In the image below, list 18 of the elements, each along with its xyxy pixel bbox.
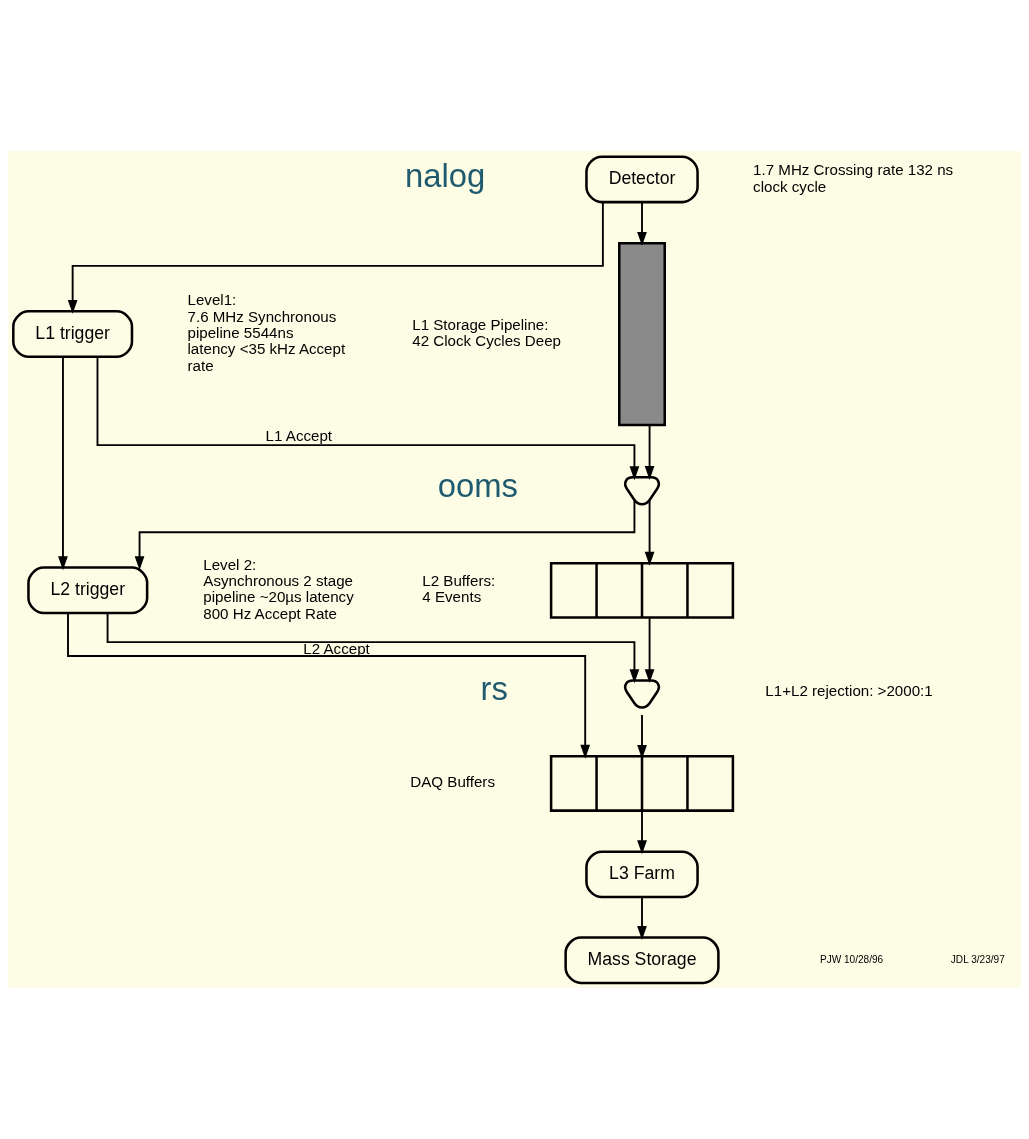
label: nalog [404, 157, 486, 195]
node-label: L1 Storage Pipeline: [412, 315, 549, 333]
node-label: 4 Events [422, 588, 482, 606]
label: rs [480, 669, 508, 707]
node-label: Level 2: [203, 555, 257, 573]
node-label: L2 Buffers: [422, 572, 496, 590]
node-label: 7.6 MHz Synchronous pipeline 5544ns latency <35 kHz Accept rate [187, 307, 346, 374]
edge-label: L2 Accept [303, 640, 370, 658]
node-label: Asynchronous 2 stage pipeline ~20µs latency 800 Hz Accept Rate [203, 572, 354, 622]
node-label: 1.7 MHz Crossing rate 132 ns clock cycle [753, 161, 954, 195]
label: L1+L2 rejection: >2000:1 [765, 681, 933, 699]
node-label: DAQ Buffers [410, 773, 495, 791]
label: ooms [437, 466, 519, 504]
label: PJW 10/28/96 [819, 953, 884, 965]
label: JDL 3/23/97 [950, 953, 1005, 965]
edge-label: L1 Accept [265, 426, 333, 444]
node-label: 42 Clock Cycles Deep [412, 332, 562, 350]
node-label: Level1: [187, 291, 237, 309]
